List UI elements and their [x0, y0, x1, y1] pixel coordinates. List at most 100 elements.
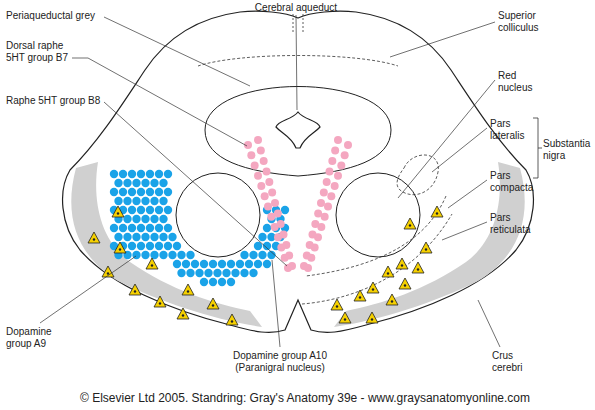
- dopamine-cell: [155, 224, 163, 232]
- dopamine-cell: [245, 260, 253, 268]
- part-label: Superior colliculus: [498, 10, 558, 33]
- dopamine-cell: [240, 269, 248, 277]
- dopamine-cell: [150, 251, 158, 259]
- part-label: Red nucleus: [498, 70, 546, 93]
- dopamine-cell: [281, 206, 289, 214]
- triangle-symbol: [386, 294, 398, 305]
- serotonin-cell: [327, 192, 335, 200]
- dopamine-cell: [141, 215, 149, 223]
- dopamine-cell: [159, 233, 167, 241]
- dopamine-cell: [141, 179, 149, 187]
- serotonin-cell: [268, 189, 276, 197]
- reticulata-cell: [226, 314, 238, 325]
- dopamine-cell: [182, 260, 190, 268]
- triangle-symbol: [112, 206, 124, 217]
- serotonin-cell: [328, 157, 336, 165]
- triangle-symbol: [404, 218, 416, 229]
- triangle-dot: [336, 305, 338, 307]
- dopamine-cell: [209, 260, 217, 268]
- part-label: Substantia nigra: [543, 138, 592, 161]
- dopamine-cell: [164, 206, 172, 214]
- dopamine-cell: [123, 233, 131, 241]
- leader-line: [448, 180, 487, 208]
- serotonin-cell: [251, 162, 259, 170]
- triangle-symbol: [354, 290, 366, 301]
- leader-line: [272, 260, 280, 347]
- dopamine-cell: [231, 269, 239, 277]
- serotonin-cell: [331, 147, 339, 155]
- serotonin-cell: [306, 241, 314, 249]
- reticulata-cell: [88, 232, 100, 243]
- triangle-dot: [182, 314, 184, 316]
- dopamine-cell: [146, 188, 154, 196]
- triangle-symbol: [146, 258, 158, 269]
- dopamine-cell: [186, 269, 194, 277]
- reticulata-cell: [182, 284, 194, 295]
- triangle-symbol: [129, 284, 141, 295]
- leader-line: [104, 102, 287, 266]
- dopamine-cell: [128, 242, 136, 250]
- reticulata-cell: [114, 242, 126, 253]
- serotonin-cell: [282, 241, 290, 249]
- dopamine-cell: [146, 242, 154, 250]
- red-nucleus-left: [176, 173, 260, 257]
- serotonin-cell: [257, 147, 265, 155]
- serotonin-cell: [277, 220, 285, 228]
- midline-dots: [293, 14, 303, 34]
- reticulata-cell: [112, 206, 124, 217]
- dopamine-cell: [150, 179, 158, 187]
- reticulata-cell: [331, 299, 343, 310]
- triangle-symbol: [367, 282, 379, 293]
- dopamine-cell: [263, 242, 271, 250]
- dopamine-cell: [132, 215, 140, 223]
- dopamine-cell: [137, 224, 145, 232]
- dopamine-cell: [249, 269, 257, 277]
- serotonin-cell: [300, 262, 308, 270]
- reticulata-cell: [386, 294, 398, 305]
- dopamine-cell: [123, 215, 131, 223]
- leader-line: [296, 15, 297, 110]
- serotonin-cell: [288, 262, 296, 270]
- serotonin-cell: [309, 231, 317, 239]
- dopamine-cell: [254, 260, 262, 268]
- part-label: Crus cerebri: [492, 350, 540, 373]
- colliculus-boundary: [198, 56, 398, 67]
- reticulata-cell: [396, 258, 408, 269]
- serotonin-cell: [285, 252, 293, 260]
- part-label: Dopamine group A10 (Paranigral nucleus): [215, 350, 345, 373]
- pars-reticulata-outline: [302, 214, 452, 304]
- reticulata-cell: [154, 296, 166, 307]
- serotonin-cell: [314, 210, 322, 218]
- triangle-dot: [387, 272, 389, 274]
- part-label: Dopamine group A9: [6, 326, 68, 349]
- dopamine-cell: [159, 215, 167, 223]
- dopamine-cell: [209, 278, 217, 286]
- reticulata-cell: [177, 308, 189, 319]
- reticulata-cell: [382, 266, 394, 277]
- reticulata-cell: [207, 298, 219, 309]
- dopamine-cell: [119, 188, 127, 196]
- dopamine-cell: [123, 197, 131, 205]
- triangle-dot: [372, 288, 374, 290]
- reticulata-cell: [412, 262, 424, 273]
- triangle-dot: [344, 318, 346, 320]
- dopamine-cell: [141, 197, 149, 205]
- triangle-dot: [187, 290, 189, 292]
- dopamine-cell: [123, 179, 131, 187]
- copyright-watermark: © Elsevier Ltd 2005. Standring: Gray's A…: [30, 392, 580, 406]
- dopamine-cell: [218, 278, 226, 286]
- triangle-dot: [107, 272, 109, 274]
- dopamine-cell: [159, 251, 167, 259]
- dopamine-cell: [195, 269, 203, 277]
- dopamine-cell: [164, 188, 172, 196]
- serotonin-cell: [264, 203, 272, 211]
- reticulata-cell: [420, 242, 432, 253]
- crus-cerebri-left: [71, 162, 262, 327]
- triangle-dot: [404, 284, 406, 286]
- triangle-symbol: [382, 266, 394, 277]
- serotonin-cell: [311, 220, 319, 228]
- triangle-dot: [212, 304, 214, 306]
- serotonin-cell: [260, 157, 268, 165]
